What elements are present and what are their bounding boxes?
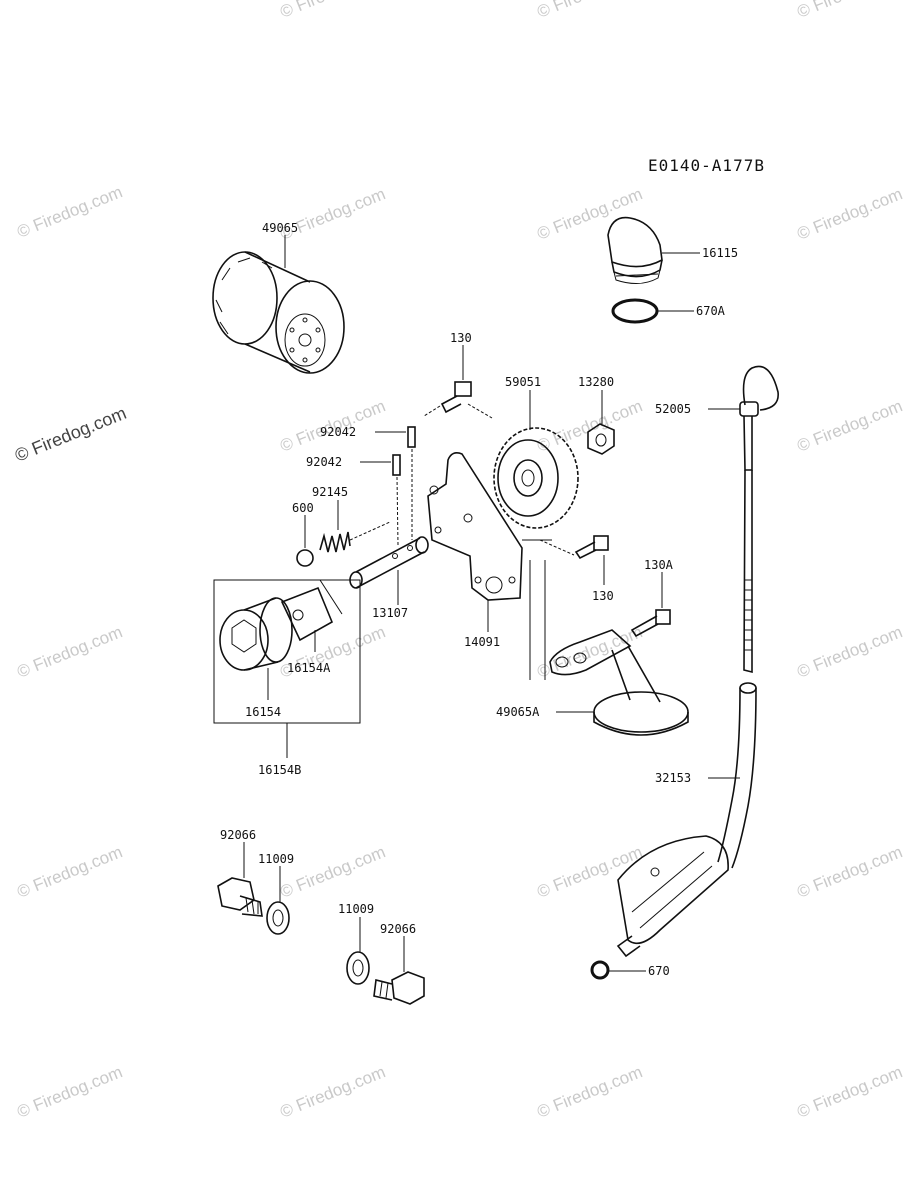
part-label: 130 bbox=[592, 589, 614, 603]
watermark: © Firedog.com bbox=[534, 184, 645, 243]
part-label: 600 bbox=[292, 501, 314, 515]
part-label: 49065 bbox=[262, 221, 298, 235]
part-label: 14091 bbox=[464, 635, 500, 649]
oil-filler-cap-16115[interactable] bbox=[607, 216, 663, 284]
watermark-main: © Firedog.com bbox=[12, 403, 129, 466]
watermark-layer: © Firedog.com © Firedog.com © Firedog.co… bbox=[12, 0, 905, 1122]
bolt-130-top[interactable] bbox=[440, 381, 472, 414]
pin-92042-bottom[interactable] bbox=[392, 454, 401, 476]
relief-valve-cap-16154A[interactable] bbox=[280, 586, 334, 642]
watermark: © Firedog.com bbox=[794, 184, 905, 243]
watermark: © Firedog.com bbox=[14, 1062, 125, 1121]
watermark: © Firedog.com bbox=[14, 182, 125, 241]
shaft-13107[interactable] bbox=[349, 536, 429, 589]
part-label: 49065A bbox=[496, 705, 540, 719]
watermark: © Firedog.com bbox=[277, 0, 388, 22]
watermark: © Firedog.com bbox=[794, 622, 905, 681]
dipstick-52005[interactable] bbox=[739, 365, 779, 674]
part-label: 16154B bbox=[258, 763, 301, 777]
part-label: 52005 bbox=[655, 402, 691, 416]
gasket-11009-a[interactable] bbox=[266, 901, 290, 935]
watermark: © Firedog.com bbox=[794, 0, 905, 22]
dipstick-tube-32153[interactable] bbox=[616, 682, 757, 958]
part-label: 11009 bbox=[258, 852, 294, 866]
watermark: © Firedog.com bbox=[534, 1062, 645, 1121]
spring-92145[interactable] bbox=[319, 521, 391, 553]
plate-14091[interactable] bbox=[427, 452, 523, 601]
watermark: © Firedog.com bbox=[534, 622, 645, 681]
part-label: 130 bbox=[450, 331, 472, 345]
relief-valve-body-16154[interactable] bbox=[219, 597, 293, 671]
part-label: 16115 bbox=[702, 246, 738, 260]
part-label: 16154 bbox=[245, 705, 281, 719]
ball-600[interactable] bbox=[296, 549, 314, 567]
diagram-code: E0140-A177B bbox=[648, 156, 765, 175]
watermark: © Firedog.com bbox=[534, 0, 645, 22]
o-ring-670A[interactable] bbox=[611, 298, 659, 324]
watermark: © Firedog.com bbox=[794, 396, 905, 455]
part-label: 13280 bbox=[578, 375, 614, 389]
watermark: © Firedog.com bbox=[794, 842, 905, 901]
watermark: © Firedog.com bbox=[14, 622, 125, 681]
pin-92042-top[interactable] bbox=[407, 426, 416, 448]
bolt-130-mid[interactable] bbox=[574, 535, 609, 560]
part-label: 92145 bbox=[312, 485, 348, 499]
part-label: 59051 bbox=[505, 375, 541, 389]
drain-plug-92066-a[interactable] bbox=[217, 877, 263, 917]
part-label: 92066 bbox=[220, 828, 256, 842]
bolt-130A[interactable] bbox=[630, 609, 671, 638]
watermark: © Firedog.com bbox=[277, 1062, 388, 1121]
nut-13280[interactable] bbox=[587, 423, 615, 455]
part-label: 670A bbox=[696, 304, 726, 318]
watermark: © Firedog.com bbox=[794, 1062, 905, 1121]
part-label: 92042 bbox=[320, 425, 356, 439]
part-label: 130A bbox=[644, 558, 674, 572]
gear-59051[interactable] bbox=[493, 427, 579, 529]
watermark: © Firedog.com bbox=[14, 842, 125, 901]
part-label: 11009 bbox=[338, 902, 374, 916]
part-label: 92042 bbox=[306, 455, 342, 469]
gasket-11009-b[interactable] bbox=[346, 951, 370, 985]
drain-plug-92066-b[interactable] bbox=[373, 971, 425, 1005]
oil-strainer-49065A[interactable] bbox=[549, 629, 689, 736]
part-label: 670 bbox=[648, 964, 670, 978]
part-label: 13107 bbox=[372, 606, 408, 620]
watermark: © Firedog.com bbox=[534, 396, 645, 455]
part-label: 16154A bbox=[287, 661, 331, 675]
part-label: 92066 bbox=[380, 922, 416, 936]
part-label: 32153 bbox=[655, 771, 691, 785]
watermark: © Firedog.com bbox=[534, 842, 645, 901]
o-ring-670[interactable] bbox=[590, 960, 610, 980]
oil-filter-49065[interactable] bbox=[212, 251, 345, 374]
